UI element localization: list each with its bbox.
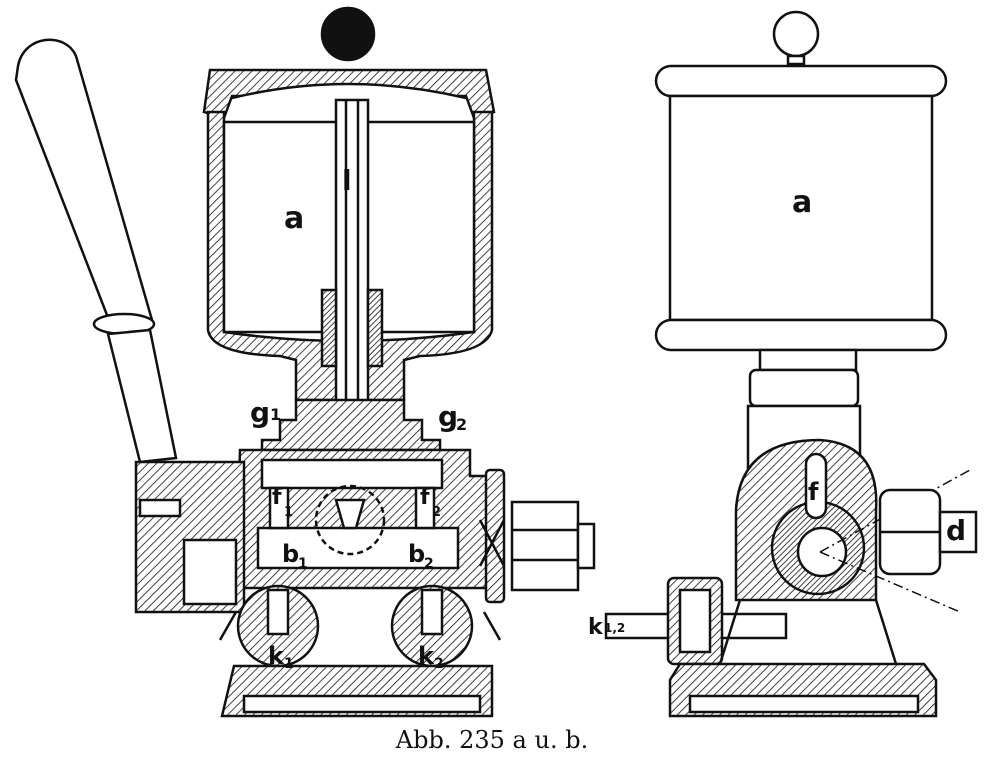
label-f1-sub: 1	[284, 505, 293, 520]
label-b1-sub: 1	[298, 556, 308, 572]
label-b2: b	[408, 540, 425, 568]
right-elevation-view	[604, 10, 978, 718]
label-d: d	[946, 514, 966, 547]
label-a-right: a	[792, 185, 812, 220]
top-knob	[320, 6, 376, 62]
label-f-right: f	[808, 478, 819, 506]
label-f2: f	[420, 485, 430, 510]
hex-neck	[748, 368, 860, 408]
label-k-right: k	[588, 615, 604, 640]
pump-neck	[260, 398, 442, 452]
label-a-left: a	[284, 201, 304, 236]
label-k1: k	[268, 642, 285, 670]
upper-chamber	[260, 458, 444, 490]
label-f1: f	[272, 485, 282, 510]
lever-handle	[14, 38, 154, 330]
label-g2: g	[438, 400, 458, 433]
label-g1: g	[250, 396, 270, 429]
label-k-right-sub: 1,2	[604, 621, 625, 635]
labels: a l g 1 g 2 f 1 f 2 b 1 b 2 k 1 k 2 a f …	[250, 164, 966, 672]
reservoir-body-right	[668, 94, 934, 322]
label-l: l	[342, 164, 352, 197]
hex-nut	[510, 500, 580, 592]
plunger-tube	[334, 98, 370, 452]
label-k2-sub: 2	[434, 656, 444, 672]
reservoir-bottom-rim	[654, 318, 948, 352]
lever-shaft	[106, 328, 178, 464]
label-g2-sub: 2	[456, 415, 467, 434]
label-b2-sub: 2	[424, 556, 434, 572]
lubricator-diagram: a l g 1 g 2 f 1 f 2 b 1 b 2 k 1 k 2 a f …	[14, 6, 978, 718]
figure-caption: Abb. 235 a u. b.	[395, 726, 589, 754]
left-sectional-view	[14, 6, 596, 718]
label-g1-sub: 1	[270, 405, 281, 424]
reservoir-top-rim	[654, 64, 948, 98]
lower-chamber	[256, 526, 460, 570]
top-knob-right	[772, 10, 820, 58]
valve-dashed-circle	[314, 484, 386, 556]
label-k1-sub: 1	[284, 656, 294, 672]
label-k2: k	[418, 642, 435, 670]
label-f2-sub: 2	[432, 505, 441, 520]
label-b1: b	[282, 540, 299, 568]
